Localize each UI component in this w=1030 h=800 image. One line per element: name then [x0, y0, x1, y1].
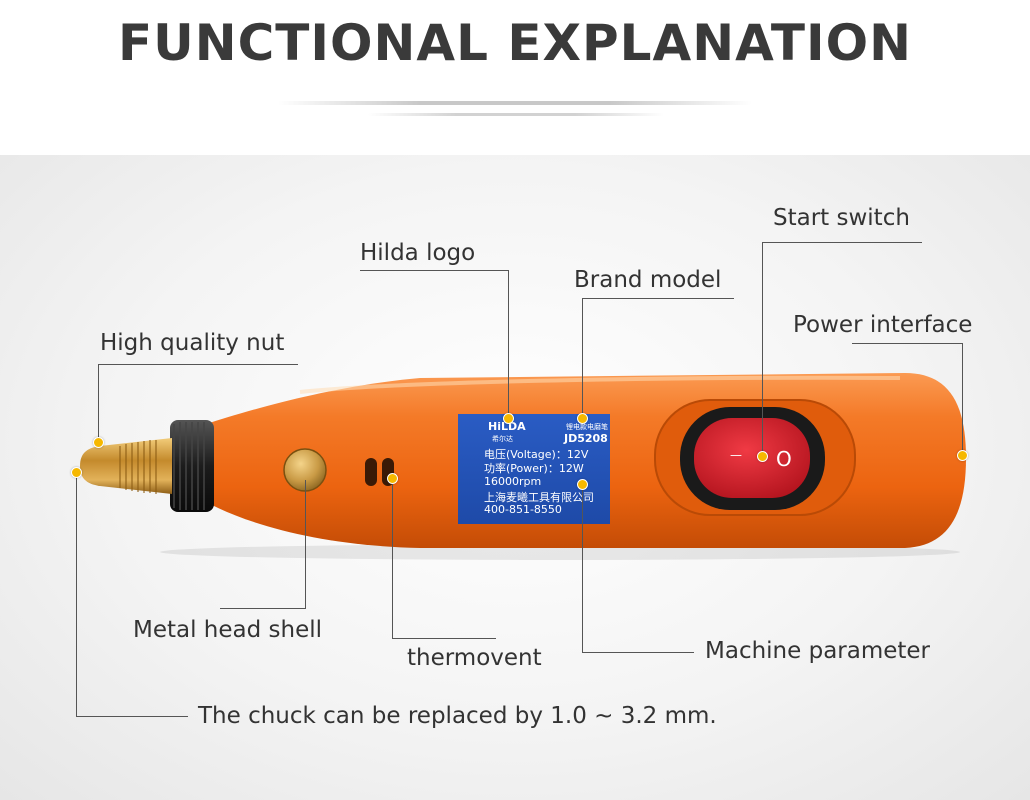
leader-line	[98, 364, 99, 442]
body-highlight	[299, 375, 901, 394]
switch-on-mark: O	[776, 447, 792, 471]
leader-line	[582, 298, 583, 418]
label-brand-model: Brand model	[574, 267, 722, 293]
title-underline	[278, 101, 752, 105]
callout-dot	[757, 451, 768, 462]
leader-line	[305, 480, 306, 608]
label-metal-head-shell: Metal head shell	[133, 617, 323, 643]
leader-line	[762, 242, 763, 456]
plate-brand: HiLDA	[488, 420, 526, 433]
callout-dot	[503, 413, 514, 424]
label-machine-parameter: Machine parameter	[705, 638, 931, 664]
leader-line	[76, 716, 188, 717]
plate-product-cn: 锂电款电磨笔	[566, 423, 608, 431]
nameplate: HiLDA 希尔达 锂电款电磨笔 JD5208 电压(Voltage)：12V …	[458, 414, 610, 524]
label-thermovent: thermovent	[407, 645, 542, 671]
callout-dot	[387, 473, 398, 484]
leader-line	[98, 364, 298, 365]
plate-speed: 16000rpm	[484, 475, 542, 488]
label-high-quality-nut: High quality nut	[100, 330, 285, 356]
label-start-switch: Start switch	[773, 205, 910, 231]
plate-company: 上海麦曦工具有限公司	[484, 491, 594, 504]
leader-line	[482, 270, 508, 271]
leader-line	[392, 638, 496, 639]
leader-line	[582, 298, 734, 299]
leader-line	[76, 472, 77, 716]
plate-power: 功率(Power)：12W	[484, 462, 584, 475]
plate-voltage: 电压(Voltage)：12V	[484, 448, 589, 461]
callout-dot	[577, 413, 588, 424]
label-hilda-logo: Hilda logo	[360, 240, 476, 266]
callout-dot	[71, 467, 82, 478]
leader-line	[582, 484, 583, 652]
leader-line	[962, 343, 963, 455]
leader-line	[762, 242, 922, 243]
switch-off-mark: —	[730, 448, 742, 462]
label-chuck-note: The chuck can be replaced by 1.0 ~ 3.2 m…	[198, 703, 717, 729]
callout-dot	[93, 437, 104, 448]
plate-model: JD5208	[564, 432, 608, 445]
label-power-interface: Power interface	[793, 312, 973, 338]
plate-brand-cn: 希尔达	[492, 435, 513, 443]
leader-line	[392, 478, 393, 638]
leader-line	[852, 343, 962, 344]
plate-phone: 400-851-8550	[484, 503, 562, 516]
callout-dot	[957, 450, 968, 461]
page-title: FUNCTIONAL EXPLANATION	[118, 14, 912, 72]
leader-line	[360, 270, 482, 271]
vent-slot	[365, 458, 377, 486]
callout-dot	[577, 479, 588, 490]
leader-line	[582, 652, 694, 653]
leader-line	[220, 608, 306, 609]
rocker-switch	[694, 418, 810, 498]
title-underline-short	[368, 113, 664, 116]
leader-line	[508, 270, 509, 418]
